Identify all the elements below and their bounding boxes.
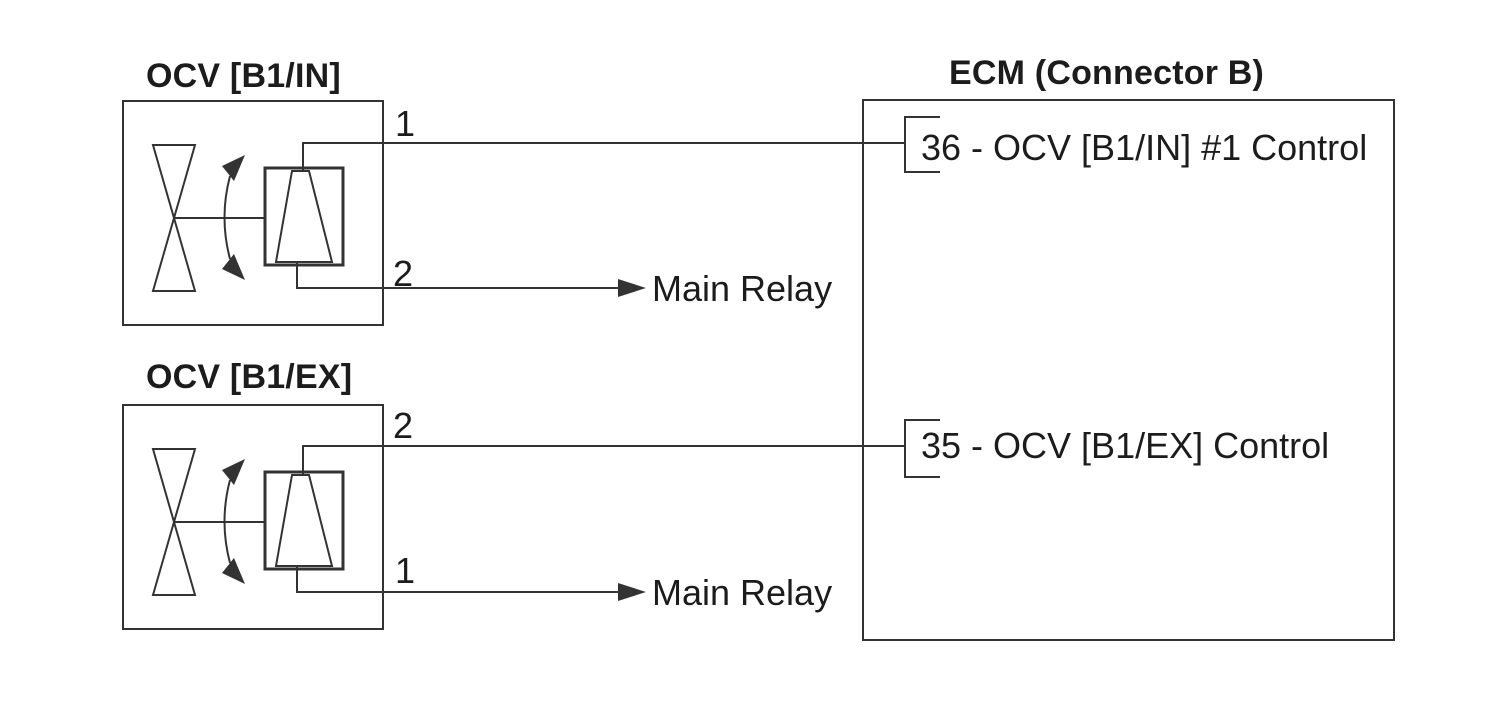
main-relay-arrowhead-icon xyxy=(618,583,646,601)
ocv-in-symbol xyxy=(122,100,905,326)
ecm-title: ECM (Connector B) xyxy=(949,54,1265,92)
solenoid-box-icon xyxy=(263,166,345,267)
ecm-symbol xyxy=(862,99,1395,641)
solenoid-plunger-icon xyxy=(274,170,334,263)
ocv-in-title: OCV [B1/IN] xyxy=(146,57,341,95)
wire-ocv-in-pin1-to-ecm36 xyxy=(302,142,905,171)
rotation-arrowhead-down-icon xyxy=(222,558,245,584)
main-relay-label-top: Main Relay xyxy=(652,268,833,309)
ecm-pin-36-label: 36 - OCV [B1/IN] #1 Control xyxy=(921,127,1368,168)
ocv-in-pin1-number: 1 xyxy=(395,103,416,144)
solenoid-plunger-icon xyxy=(274,474,334,567)
rotation-arrow-icon xyxy=(223,175,231,260)
ocv-ex-title: OCV [B1/EX] xyxy=(146,358,353,396)
ocv-ex-box xyxy=(122,404,384,630)
ocv-ex-symbol xyxy=(122,404,905,630)
wire-ocv-ex-pin2-to-ecm35 xyxy=(302,445,905,475)
solenoid-box-icon xyxy=(263,470,345,571)
ecm-box xyxy=(862,99,1395,641)
ocv-in-pin2-number: 2 xyxy=(393,253,414,294)
ocv-ex-pin2-number: 2 xyxy=(393,405,414,446)
rotation-arrowhead-up-icon xyxy=(222,459,245,485)
rotation-arrow-icon xyxy=(223,479,231,564)
ecm-pin-36-terminal-bracket-icon xyxy=(904,116,940,173)
valve-rotor-top-icon xyxy=(151,448,197,526)
valve-rotor-top-icon xyxy=(151,144,197,222)
ocv-in-box xyxy=(122,100,384,326)
rotation-arrowhead-up-icon xyxy=(222,155,245,181)
valve-rotor-bottom-icon xyxy=(151,518,197,596)
ocv-ex-pin1-number: 1 xyxy=(395,550,416,591)
ecm-pin-35-label: 35 - OCV [B1/EX] Control xyxy=(921,425,1330,466)
wire-ocv-in-pin2-to-main-relay xyxy=(296,262,618,289)
valve-rotor-bottom-icon xyxy=(151,214,197,292)
main-relay-label-bottom: Main Relay xyxy=(652,572,833,613)
main-relay-arrowhead-icon xyxy=(618,279,646,297)
wire-ocv-ex-pin1-to-main-relay xyxy=(296,566,618,593)
ecm-pin-35-terminal-bracket-icon xyxy=(904,419,940,478)
rotation-arrowhead-down-icon xyxy=(222,254,245,280)
